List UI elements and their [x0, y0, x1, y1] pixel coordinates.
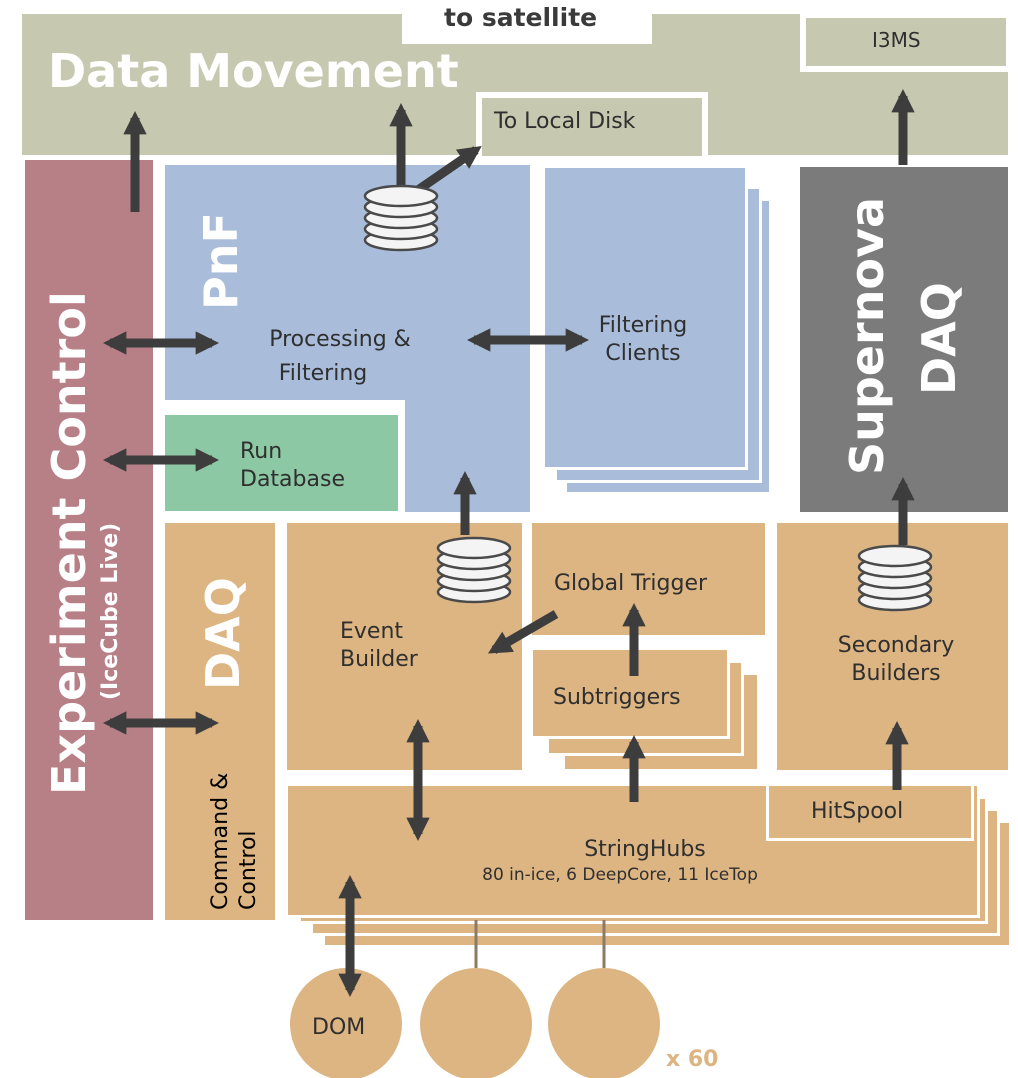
pnf-disk-stack-icon — [363, 184, 439, 252]
global-trigger-to-event-builder-arrow — [487, 610, 559, 654]
secondary-builders-disk-stack-icon — [857, 544, 933, 612]
i3ms-box — [800, 12, 1012, 72]
stringhubs-title: StringHubs — [584, 837, 706, 862]
pnf-processing-line2: Filtering — [278, 361, 368, 386]
event-builder-label: Event Builder — [340, 618, 418, 674]
filtering-clients-block — [542, 165, 748, 470]
dom-circle-2 — [420, 968, 532, 1078]
dom-label: DOM — [312, 1015, 366, 1040]
filtering-clients-label: Filtering Clients — [578, 312, 708, 368]
to-satellite-label: to satellite — [444, 3, 598, 32]
stringhubs-detail: 80 in-ice, 6 DeepCore, 11 IceTop — [482, 865, 758, 885]
secondary-builders-label: Secondary Builders — [806, 632, 986, 688]
global-trigger-label: Global Trigger — [554, 571, 708, 596]
global-trigger-block — [532, 523, 765, 635]
dom-count-label: x 60 — [666, 1047, 719, 1072]
data-movement-title: Data Movement — [48, 44, 459, 98]
pnf-block — [165, 165, 530, 400]
pnf-processing-label: Processing & Filtering — [250, 326, 430, 388]
hitspool-label: HitSpool — [811, 799, 904, 824]
filtering-clients-line2: Clients — [605, 341, 681, 366]
experiment-control-block — [25, 160, 153, 920]
event-builder-line1: Event — [340, 619, 404, 644]
secondary-builders-line2: Builders — [851, 661, 941, 686]
filtering-clients-line1: Filtering — [598, 313, 688, 338]
dom-circle-3 — [548, 968, 660, 1078]
to-local-disk-label: To Local Disk — [494, 109, 636, 134]
to-satellite-tab — [402, 0, 652, 44]
to-local-disk-arrow — [415, 146, 482, 194]
run-database-line1: Run — [240, 439, 283, 464]
run-database-label: Run Database — [240, 438, 345, 494]
i3ms-label: I3MS — [872, 28, 921, 52]
event-builder-disk-stack-icon — [436, 536, 512, 604]
supernova-daq-block — [800, 167, 1008, 512]
secondary-builders-line1: Secondary — [837, 633, 955, 658]
hitspool-block — [766, 783, 974, 841]
pnf-processing-line1: Processing & — [269, 327, 411, 352]
subtriggers-label: Subtriggers — [553, 685, 681, 710]
to-local-disk-box — [476, 92, 708, 156]
event-builder-line2: Builder — [340, 647, 418, 672]
run-database-line2: Database — [240, 467, 345, 492]
